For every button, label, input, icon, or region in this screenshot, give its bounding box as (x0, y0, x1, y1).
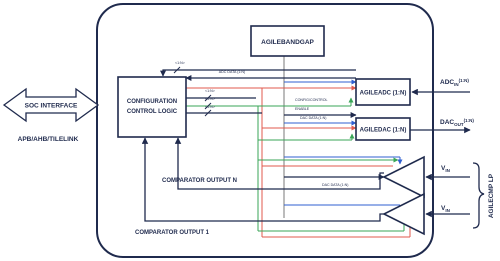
bus-width-label-a: <1:N> (175, 61, 185, 65)
comparator-1[interactable] (382, 192, 425, 236)
bus-slash-marks (173, 66, 212, 117)
adc-in-label: ADCIN(1:N) (440, 78, 469, 87)
adc-label: AGILEADC (1:N) (360, 91, 407, 97)
bandgap-block[interactable] (250, 25, 325, 57)
agilecmp-label: AGILECMP LP (488, 173, 495, 218)
comparator-1-feedback (141, 137, 384, 222)
bandgap-label: AGILEBANDGAP (261, 39, 314, 46)
vin-1-label: VIN (441, 205, 450, 213)
enable-signal-label: ENABLE (295, 107, 310, 111)
blue-signal-lines (284, 79, 403, 212)
comparator-output-n-label: COMPARATOR OUTPUT N (162, 178, 237, 184)
navy-data-lines (160, 69, 385, 180)
dac-data-label-b: DAC DATA (1:N) (322, 183, 348, 187)
soc-interface-label: SOC INTERFACE (25, 103, 78, 110)
config-label-line1: CONFIGURATION (127, 99, 177, 105)
dac-out-label: DACOUT(1:N) (440, 118, 474, 127)
soc-interface-arrow[interactable] (2, 87, 100, 123)
adc-block[interactable] (355, 78, 411, 106)
comparator-output-1-label: COMPARATOR OUTPUT 1 (135, 230, 210, 236)
adc-data-label: ADC DATA (1:N) (219, 70, 245, 74)
agilecmp-brace (472, 162, 485, 229)
vin-n-label: VIN (441, 165, 450, 173)
comparator-n-feedback (174, 137, 384, 190)
bus-width-label-d: <1:N> (205, 105, 215, 109)
soc-bus-label: APB/AHB/TILELINK (18, 136, 79, 143)
bus-width-label-c: <1:N> (205, 97, 215, 101)
config-control-signal-label: CONFIG/CONTROL (295, 98, 328, 102)
bus-width-label-b: <1:N> (205, 89, 215, 93)
dac-label: AGILEDAC (1:N) (360, 128, 407, 134)
comparator-n[interactable] (382, 155, 425, 199)
dac-block[interactable] (355, 117, 411, 141)
dac-data-label-a: DAC DATA (1:N) (300, 116, 326, 120)
config-label-line2: CONTROL LOGIC (127, 109, 178, 115)
config-control-block[interactable] (117, 76, 187, 138)
